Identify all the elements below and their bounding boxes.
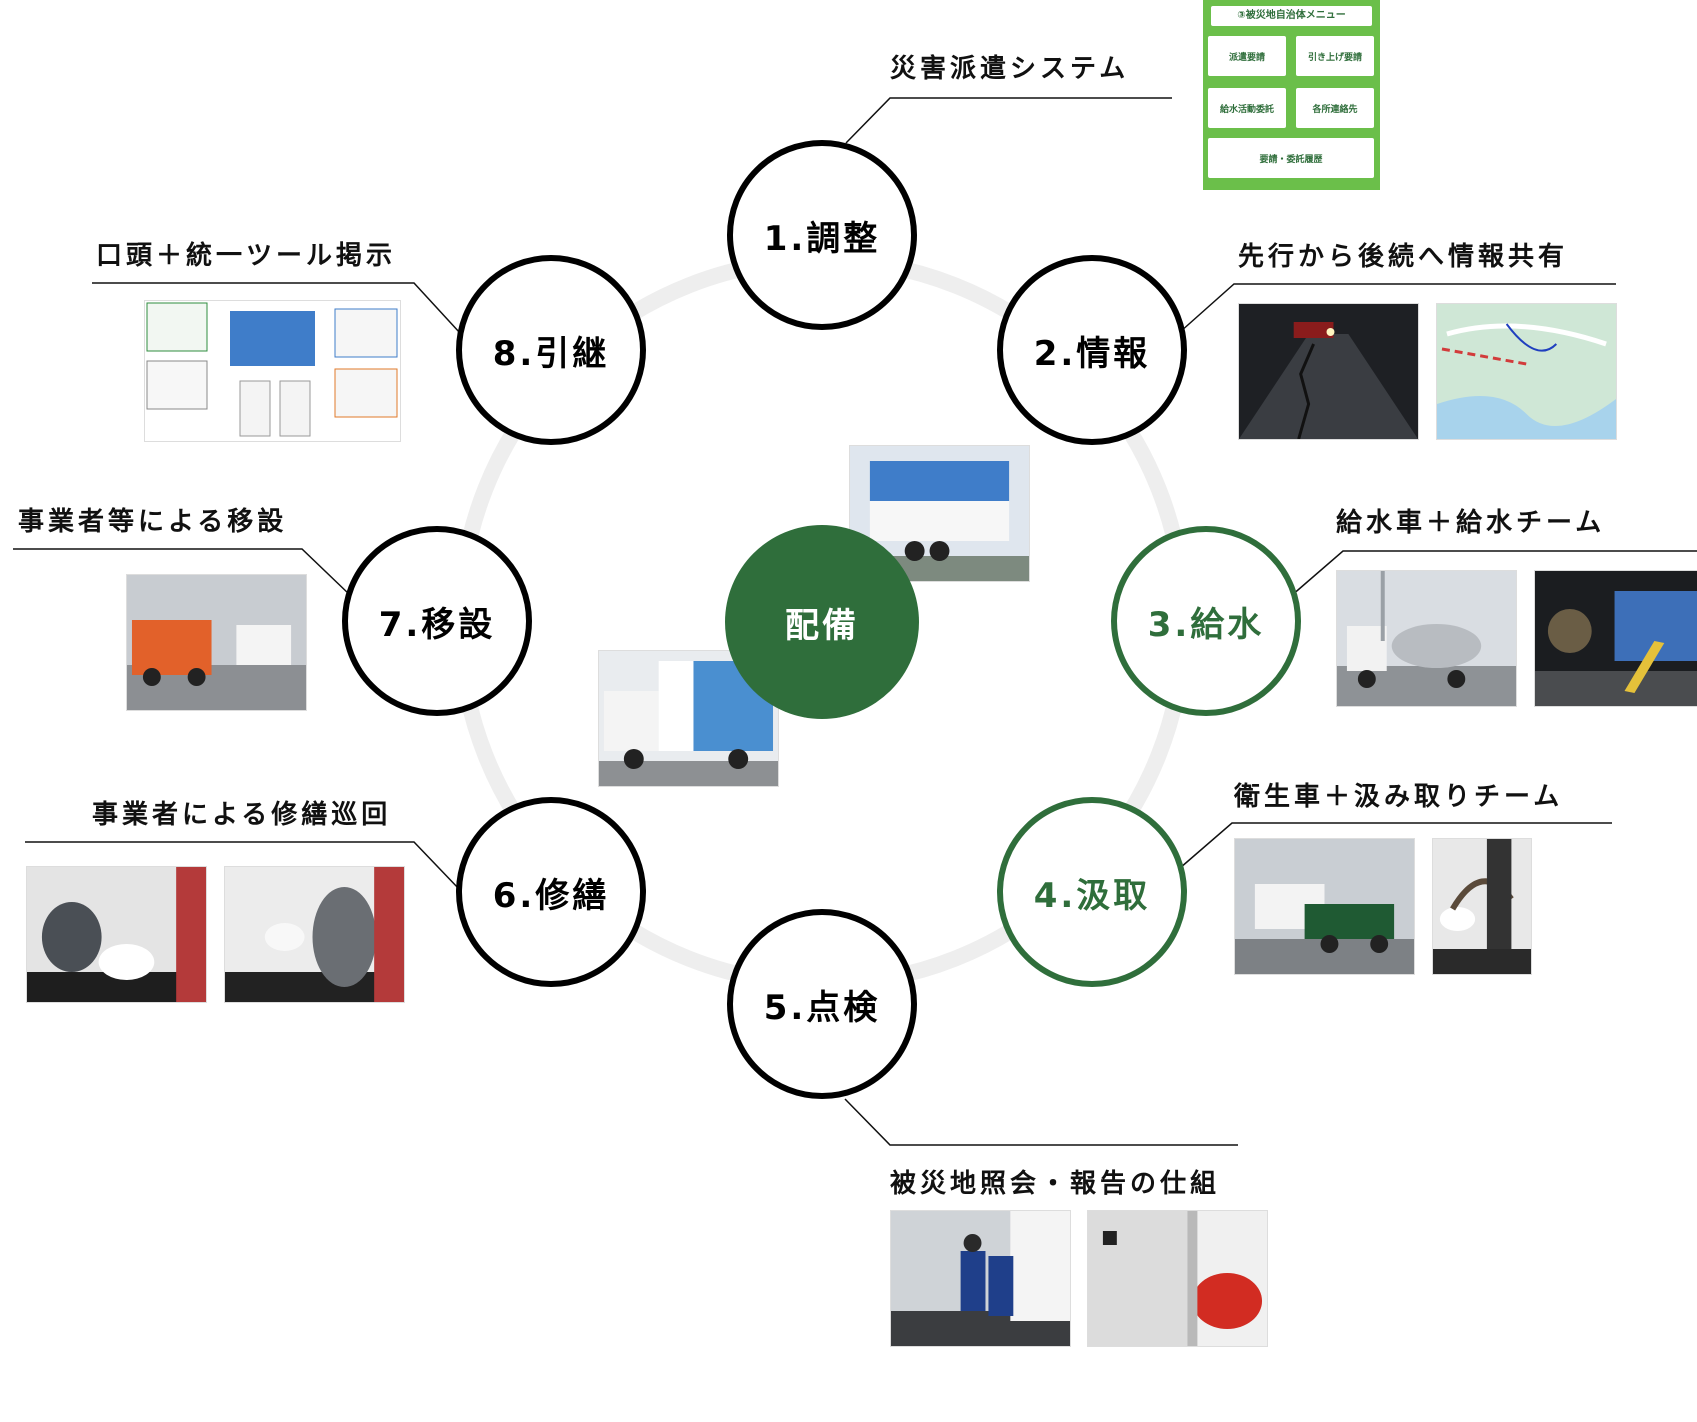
- node-inspect: 5.点検: [727, 909, 917, 1099]
- caption-handover: 口頭＋統一ツール掲示: [96, 241, 397, 271]
- photo-night-road-crack: [1238, 303, 1419, 440]
- menu-card: ③被災地自治体メニュー 派遣要請 引き上げ要請 給水活動委託 各所連絡先 要請・…: [1203, 0, 1380, 190]
- photo-repair-toilet-2: [224, 866, 405, 1003]
- photo-repair-toilet-1: [26, 866, 207, 1003]
- caption-pump: 衛生車＋汲み取りチーム: [1234, 782, 1564, 812]
- connector-inspect: [844, 1098, 1238, 1146]
- center-node-deploy: 配備: [725, 525, 919, 719]
- node-handover: 8.引継: [456, 255, 646, 445]
- node-adjust: 1.調整: [727, 140, 917, 330]
- caption-water: 給水車＋給水チーム: [1336, 508, 1606, 538]
- node-repair: 6.修繕: [456, 797, 646, 987]
- caption-info: 先行から後続へ情報共有: [1238, 242, 1569, 272]
- connector-repair: [25, 841, 461, 891]
- photo-toilet-trailer: [849, 445, 1030, 582]
- photo-water-truck-day: [1336, 570, 1517, 707]
- connector-adjust: [845, 97, 1172, 144]
- connector-handover: [92, 282, 461, 334]
- connector-water: [1290, 550, 1697, 597]
- photo-pump-hose: [1432, 838, 1532, 975]
- photo-hand-drawn-map: [1436, 303, 1617, 440]
- connector-move: [13, 548, 351, 596]
- photo-inspection-team: [890, 1210, 1071, 1347]
- menu-button-dispatch[interactable]: 派遣要請: [1208, 36, 1286, 76]
- photo-inspection-toilet: [1087, 1210, 1268, 1347]
- connector-pump: [1179, 822, 1612, 869]
- menu-card-title: ③被災地自治体メニュー: [1211, 6, 1372, 26]
- photo-toilet-truck: [598, 650, 779, 787]
- caption-inspect: 被災地照会・報告の仕組: [890, 1169, 1221, 1199]
- caption-adjust: 災害派遣システム: [890, 54, 1130, 84]
- connector-info: [1179, 283, 1616, 333]
- caption-repair: 事業者による修繕巡回: [92, 800, 392, 830]
- caption-move: 事業者等による移設: [18, 507, 288, 537]
- menu-button-history[interactable]: 要請・委託履歴: [1208, 138, 1374, 178]
- node-pump: 4.汲取: [997, 797, 1187, 987]
- node-water: 3.給水: [1111, 526, 1301, 716]
- menu-button-water-contract[interactable]: 給水活動委託: [1208, 88, 1286, 128]
- node-move: 7.移設: [342, 526, 532, 716]
- photo-trailer-and-truck: [1234, 838, 1415, 975]
- photo-relocation-truck: [126, 574, 307, 711]
- node-info: 2.情報: [997, 255, 1187, 445]
- menu-button-contacts[interactable]: 各所連絡先: [1296, 88, 1374, 128]
- photo-handover-documents: [144, 300, 401, 442]
- menu-button-withdraw[interactable]: 引き上げ要請: [1296, 36, 1374, 76]
- photo-water-team-night: [1534, 570, 1697, 707]
